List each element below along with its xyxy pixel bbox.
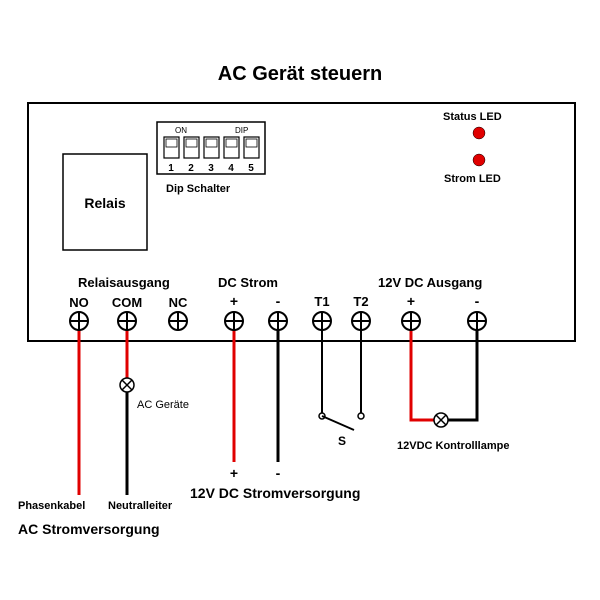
terminal-label-com: COM xyxy=(112,295,142,310)
terminal-screw-out-minus-icon xyxy=(467,311,487,331)
dip-number-5: 5 xyxy=(248,163,254,174)
dip-switch: ON DIP 1 2 3 4 5 xyxy=(156,121,266,175)
terminal-label-nc: NC xyxy=(169,295,188,310)
out-plus-wire xyxy=(409,330,434,422)
power-led xyxy=(472,153,486,167)
dip-number-4: 4 xyxy=(228,163,234,174)
status-led xyxy=(472,126,486,140)
dip-on-label: ON xyxy=(175,126,187,135)
dip-label: DIP xyxy=(235,126,248,135)
terminal-label-out-plus: + xyxy=(407,293,415,309)
diagram-title: AC Gerät steuern xyxy=(218,63,383,85)
control-lamp-label: 12VDC Kontrolllampe xyxy=(397,440,509,452)
supply-minus-mark: - xyxy=(276,465,281,481)
status-led-label: Status LED xyxy=(443,111,502,123)
dip-caption: Dip Schalter xyxy=(166,183,231,195)
control-lamp-icon xyxy=(433,412,449,428)
terminal-screw-nc-icon xyxy=(168,311,188,331)
terminal-label-no: NO xyxy=(69,295,89,310)
terminal-screw-t2-icon xyxy=(351,311,371,331)
dip-key-knob-5 xyxy=(245,138,258,148)
ac-supply-label: AC Stromversorgung xyxy=(18,521,160,537)
dip-key-knob-1 xyxy=(165,138,178,148)
dc-power-header: DC Strom xyxy=(218,275,278,290)
terminal-screw-out-plus-icon xyxy=(401,311,421,331)
switch-label: S xyxy=(338,434,346,448)
dip-number-2: 2 xyxy=(188,163,194,174)
switch-icon xyxy=(318,412,365,431)
phase-label: Phasenkabel xyxy=(18,500,85,512)
dip-number-1: 1 xyxy=(168,163,174,174)
relay-output-header: Relaisausgang xyxy=(78,275,170,290)
terminal-screw-dc-minus-icon xyxy=(268,311,288,331)
terminal-label-t2: T2 xyxy=(353,294,368,309)
neutral-label: Neutralleiter xyxy=(108,500,173,512)
terminal-block xyxy=(69,311,487,331)
dc-supply-label: 12V DC Stromversorgung xyxy=(190,485,360,501)
terminal-screw-no-icon xyxy=(69,311,89,331)
dip-key-knob-4 xyxy=(225,138,238,148)
dc-output-header: 12V DC Ausgang xyxy=(378,275,482,290)
ac-device-label: AC Geräte xyxy=(137,399,189,411)
relay-box xyxy=(62,153,148,251)
dip-key-knob-2 xyxy=(185,138,198,148)
dip-number-3: 3 xyxy=(208,163,214,174)
out-minus-wire xyxy=(448,330,479,422)
terminal-label-out-minus: - xyxy=(475,293,480,309)
supply-plus-mark: + xyxy=(230,465,238,481)
power-led-label: Strom LED xyxy=(444,173,501,185)
terminal-screw-com-icon xyxy=(117,311,137,331)
wires xyxy=(77,330,479,495)
terminal-label-dc-plus: + xyxy=(230,293,238,309)
ac-device-lamp-icon xyxy=(119,377,135,393)
terminal-screw-dc-plus-icon xyxy=(224,311,244,331)
terminal-label-dc-minus: - xyxy=(276,293,281,309)
terminal-label-t1: T1 xyxy=(314,294,329,309)
terminal-screw-t1-icon xyxy=(312,311,332,331)
relay-label: Relais xyxy=(84,195,125,211)
dip-key-knob-3 xyxy=(205,138,218,148)
